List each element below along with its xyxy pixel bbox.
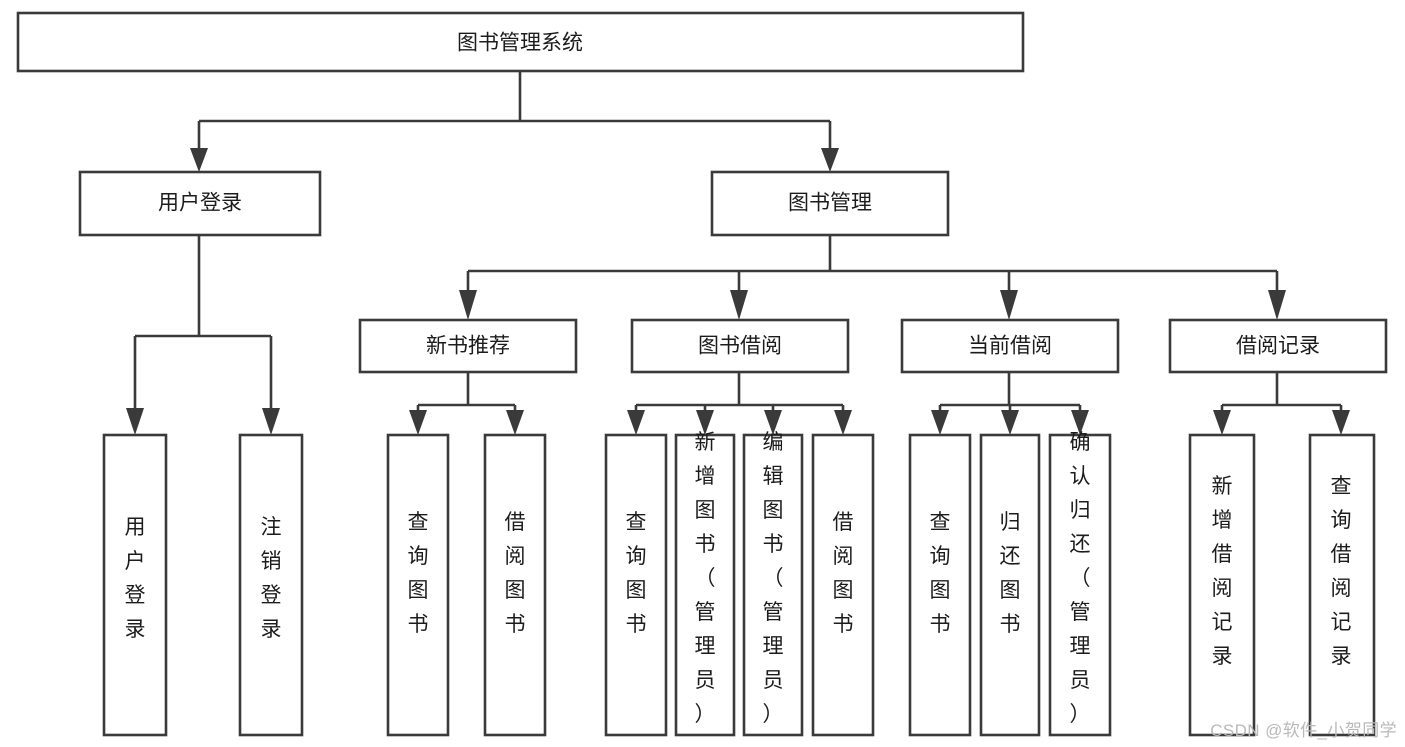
connector-group-userlogin (126, 235, 280, 435)
node-current-borrow[interactable]: 当前借阅 (900, 318, 1120, 374)
leaf-node-query-book-nb[interactable] (386, 433, 450, 737)
leaf-node-add-book-box[interactable] (674, 433, 736, 737)
leaf-label-edit-book: 编辑图书（管理员） (763, 431, 784, 726)
node-book-borrow-label: 图书借阅 (698, 335, 782, 358)
leaf-label-add-book: 新增图书（管理员） (695, 431, 716, 726)
node-borrow-records[interactable]: 借阅记录 (1168, 318, 1388, 374)
leaf-label-add-borrow-record: 新增借阅记录 (1212, 475, 1233, 668)
node-root[interactable]: 图书管理系统 (16, 11, 1025, 73)
node-user-login-label: 用户登录 (158, 192, 242, 215)
connector-group-borrowrecords (1213, 372, 1350, 435)
connector-group-bookmgmt (459, 235, 1286, 320)
leaf-node-query-book-bb[interactable] (604, 433, 668, 737)
arrowhead-user-login-leaf (126, 408, 144, 435)
node-book-management-label: 图书管理 (788, 192, 872, 215)
arrowhead-bookborrow-leaf-3 (764, 410, 782, 435)
arrowhead-bookborrow-leaf-1 (627, 410, 645, 435)
leaf-label-query-book-nb: 查询图书 (408, 511, 429, 636)
connector-group-root (190, 71, 839, 172)
arrowhead-newbook-leaf-2 (506, 410, 524, 435)
leaf-label-borrow-book-bb: 借阅图书 (833, 511, 854, 636)
leaf-label-return-book: 归还图书 (1000, 511, 1021, 636)
node-borrow-records-box[interactable] (1168, 318, 1388, 374)
leaf-node-return-book-box[interactable] (979, 433, 1041, 737)
arrowhead-currentborrow-leaf-3 (1071, 410, 1089, 435)
leaf-node-borrow-book-bb-box[interactable] (811, 433, 875, 737)
leaf-node-query-book-cb[interactable] (908, 433, 972, 737)
leaf-node-borrow-book-bb[interactable] (811, 433, 875, 737)
leaf-node-user-login-box[interactable] (102, 433, 168, 737)
leaf-node-add-borrow-record-box[interactable] (1188, 433, 1256, 737)
node-new-book-recommend-box[interactable] (358, 318, 578, 374)
leaf-node-query-borrow-record-box[interactable] (1308, 433, 1376, 737)
leaf-node-confirm-return-box[interactable] (1048, 433, 1112, 737)
node-new-book-recommend[interactable]: 新书推荐 (358, 318, 578, 374)
leaf-node-add-borrow-record[interactable] (1188, 433, 1256, 737)
leaf-node-user-login[interactable] (102, 433, 168, 737)
arrowhead-bookborrow-leaf-2 (696, 410, 714, 435)
connector-group-newbook (409, 372, 524, 435)
node-new-book-recommend-label: 新书推荐 (426, 335, 510, 358)
leaf-node-return-book[interactable] (979, 433, 1041, 737)
leaf-node-add-book[interactable] (674, 433, 736, 737)
arrowhead-currentborrow-leaf-1 (931, 410, 949, 435)
leaf-label-query-book-cb: 查询图书 (930, 511, 951, 636)
arrowhead-current-borrow (1000, 290, 1018, 320)
leaf-node-confirm-return[interactable] (1048, 433, 1112, 737)
arrowhead-currentborrow-leaf-2 (1001, 410, 1019, 435)
arrowhead-user-logout-leaf (262, 408, 280, 435)
arrowhead-newbook-leaf-1 (409, 410, 427, 435)
arrowhead-userlogin (190, 148, 208, 172)
leaf-node-edit-book[interactable] (742, 433, 804, 737)
arrowhead-bookborrow-leaf-4 (834, 410, 852, 435)
leaf-label-confirm-return: 确认归还（管理员） (1070, 431, 1091, 726)
leaf-node-user-logout[interactable] (238, 433, 304, 737)
leaf-label-query-book-bb: 查询图书 (626, 511, 647, 636)
connector-group-currentborrow (931, 372, 1089, 435)
connector-group-bookborrow (627, 372, 852, 435)
leaf-node-query-book-nb-box[interactable] (386, 433, 450, 737)
node-book-management[interactable]: 图书管理 (710, 170, 950, 237)
leaf-label-user-login: 用户登录 (125, 516, 146, 641)
node-current-borrow-box[interactable] (900, 318, 1120, 374)
leaf-node-borrow-book-nb-box[interactable] (483, 433, 547, 737)
leaf-node-edit-book-box[interactable] (742, 433, 804, 737)
leaf-node-query-book-bb-box[interactable] (604, 433, 668, 737)
node-book-borrow[interactable]: 图书借阅 (630, 318, 850, 374)
node-current-borrow-label: 当前借阅 (968, 335, 1052, 358)
arrowhead-borrowrecords-leaf-1 (1213, 410, 1231, 435)
arrowhead-borrowrecords-leaf-2 (1332, 410, 1350, 435)
arrowhead-new-book (459, 290, 477, 320)
leaf-node-user-logout-box[interactable] (238, 433, 304, 737)
leaf-label-borrow-book-nb: 借阅图书 (505, 511, 526, 636)
node-user-login-box[interactable] (78, 170, 322, 237)
arrowhead-book-borrow (730, 290, 748, 320)
leaf-label-query-borrow-record: 查询借阅记录 (1331, 475, 1352, 668)
node-root-box[interactable] (16, 11, 1025, 73)
arrowhead-borrow-records (1268, 290, 1286, 320)
node-root-label: 图书管理系统 (457, 32, 583, 55)
node-book-management-box[interactable] (710, 170, 950, 237)
node-user-login[interactable]: 用户登录 (78, 170, 322, 237)
leaf-node-query-borrow-record[interactable] (1308, 433, 1376, 737)
arrowhead-bookmgmt (821, 148, 839, 172)
leaf-label-user-logout: 注销登录 (261, 516, 282, 641)
leaf-labels: 用户登录 注销登录 查询图书 借阅图书 查询图书 新增图书（管理员） 编辑图书（… (125, 431, 1352, 726)
leaf-node-query-book-cb-box[interactable] (908, 433, 972, 737)
leaf-node-borrow-book-nb[interactable] (483, 433, 547, 737)
node-borrow-records-label: 借阅记录 (1236, 335, 1320, 358)
node-book-borrow-box[interactable] (630, 318, 850, 374)
